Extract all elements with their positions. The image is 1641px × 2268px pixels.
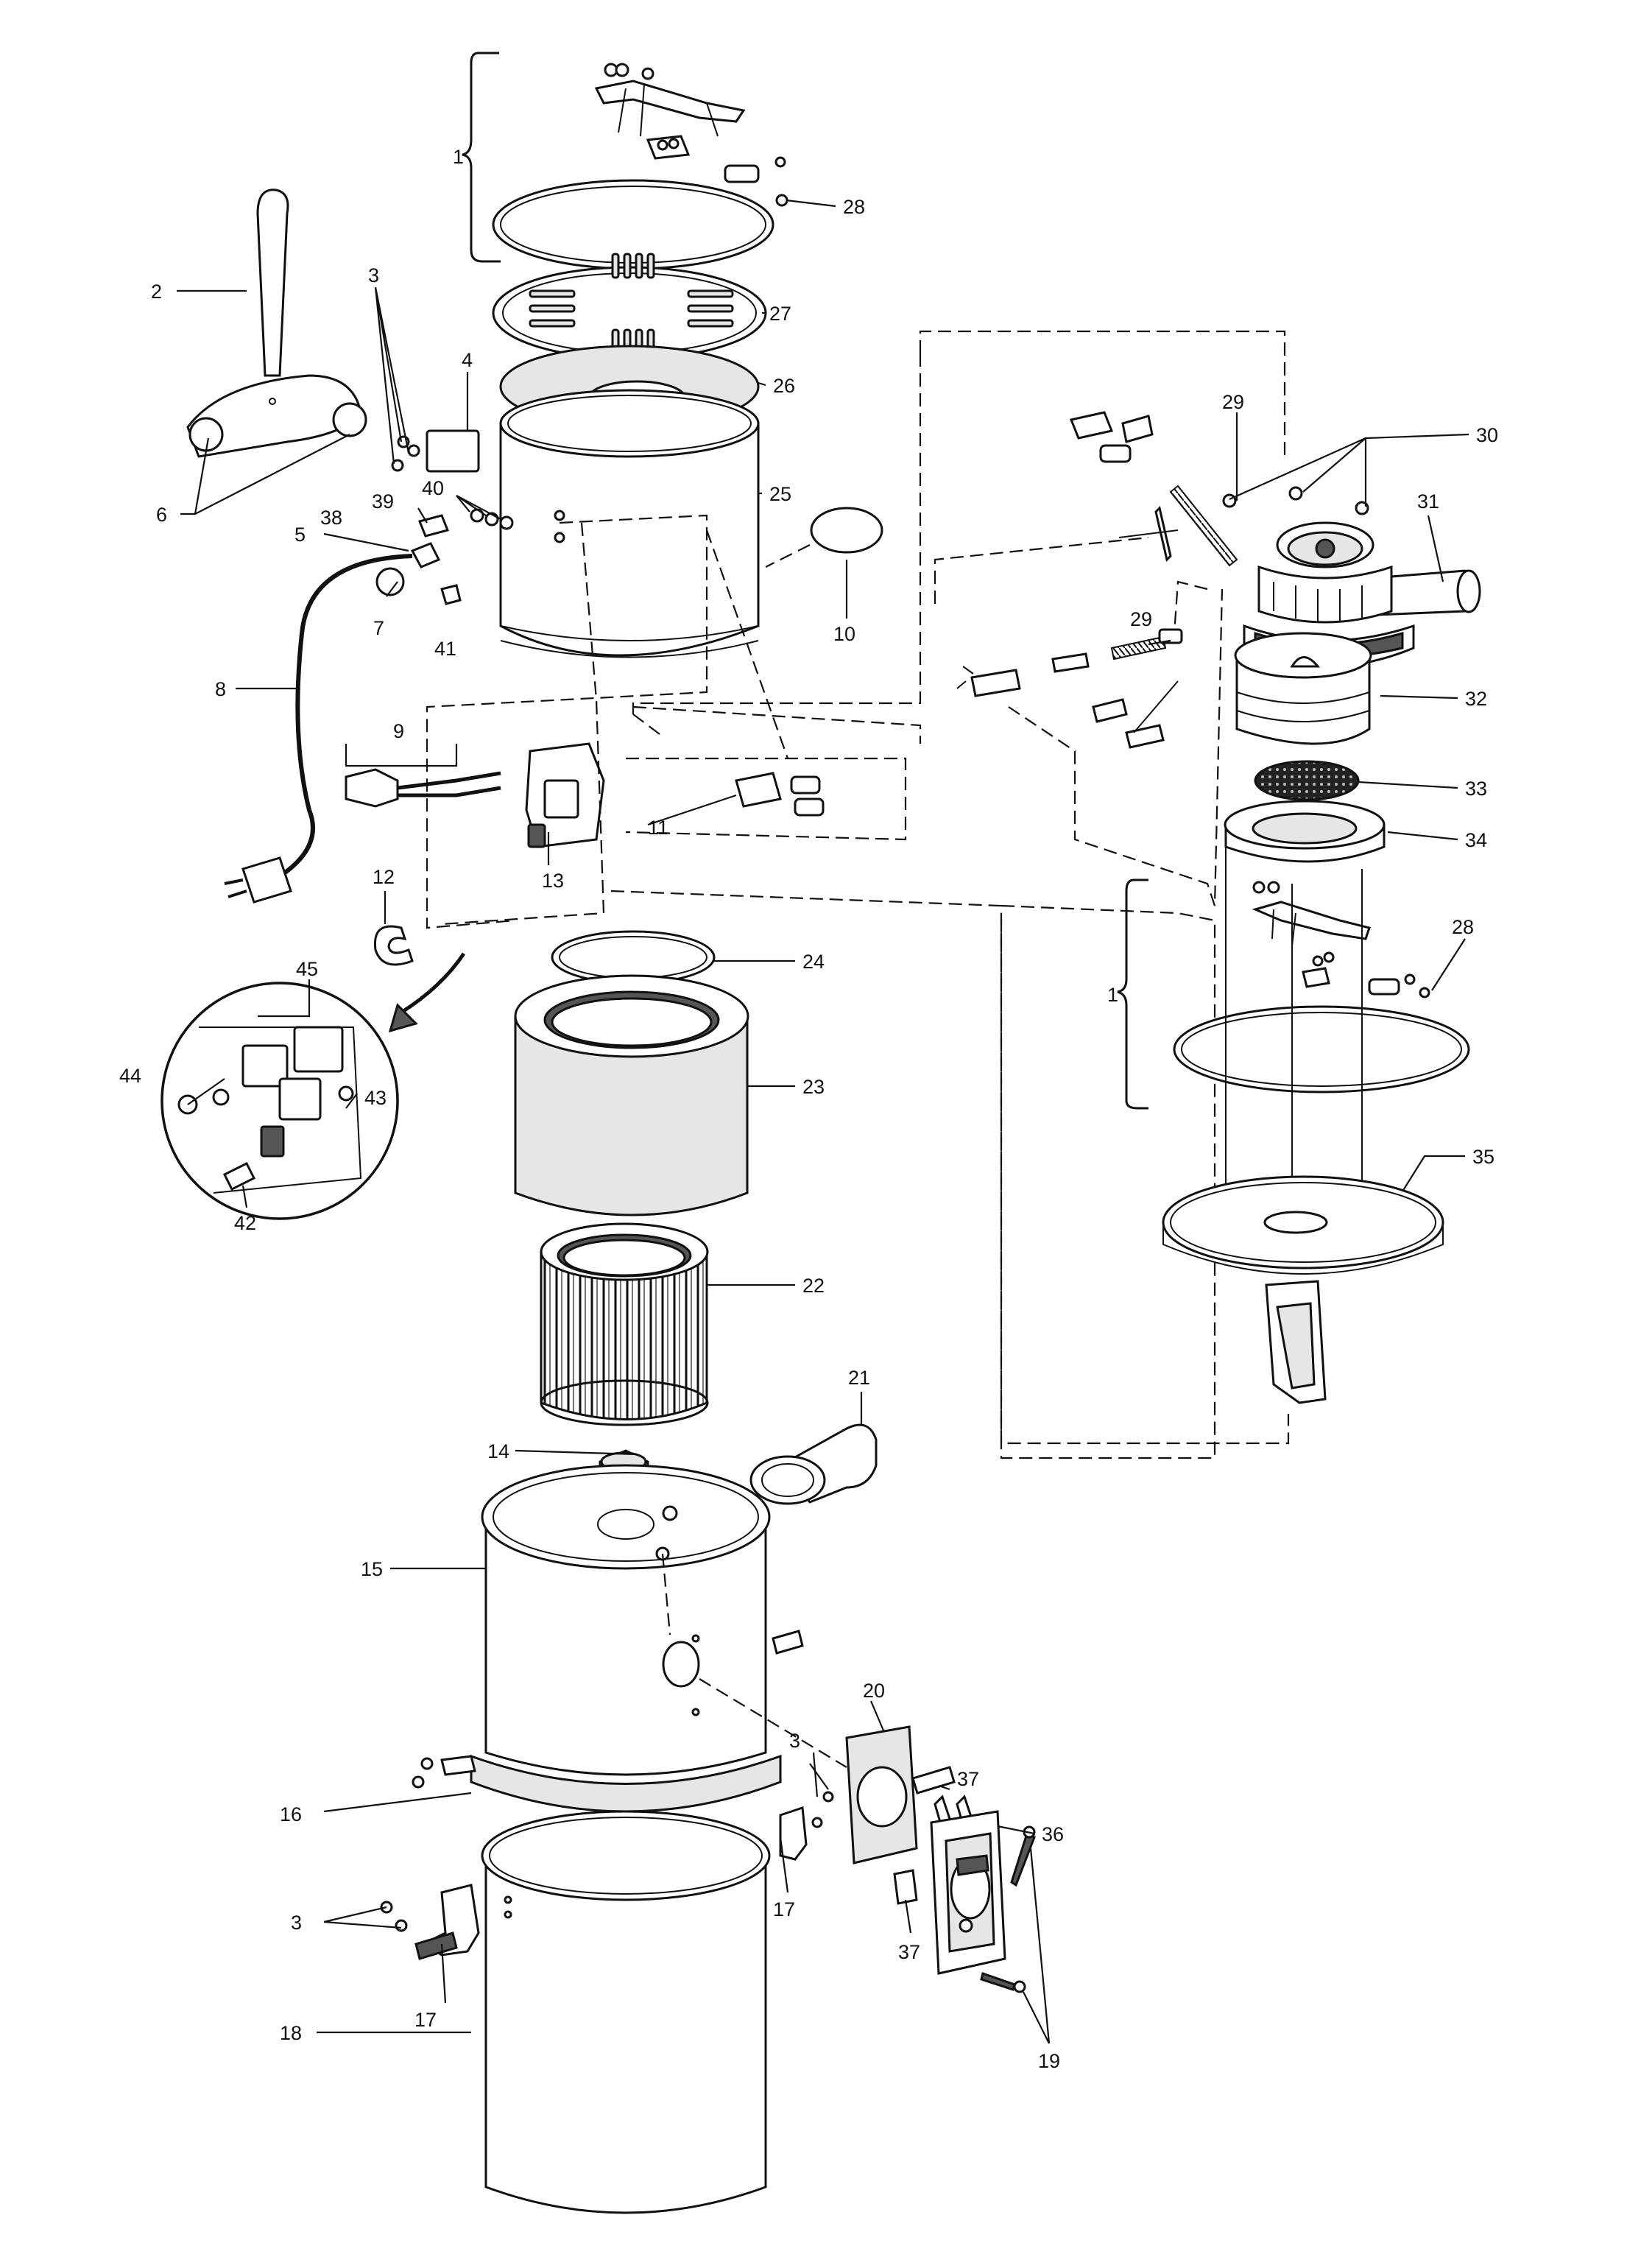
callout-4: 4 [462, 349, 473, 371]
vacuum-motor [1234, 521, 1415, 745]
callout-32: 32 [1465, 688, 1487, 710]
callout-33: 33 [1465, 778, 1487, 800]
callout-31: 31 [1417, 490, 1439, 513]
callout-9: 9 [393, 720, 404, 742]
cord-harness [345, 768, 501, 808]
callout-45: 45 [296, 958, 318, 980]
elbow-inlet [749, 1423, 878, 1505]
motor-gasket-ring [1224, 800, 1386, 863]
callout-3-top: 3 [368, 264, 379, 286]
callout-10: 10 [833, 623, 855, 645]
callout-7: 7 [373, 617, 384, 639]
callout-24: 24 [802, 951, 825, 973]
callout-34: 34 [1465, 829, 1487, 851]
callout-37-bottom: 37 [898, 1941, 920, 1963]
callout-39: 39 [372, 490, 394, 513]
callout-6: 6 [156, 504, 167, 526]
motor-mesh-screen [1254, 760, 1360, 801]
callout-22: 22 [802, 1275, 825, 1297]
filter-bag [514, 974, 749, 1216]
callout-25: 25 [769, 483, 791, 505]
callout-28-right: 28 [1452, 916, 1474, 938]
callout-17-left: 17 [414, 2009, 437, 2031]
callout-20: 20 [863, 1680, 885, 1702]
callout-41: 41 [434, 638, 456, 660]
clamp-band-ring [492, 179, 774, 270]
callout-37-top: 37 [957, 1768, 979, 1790]
callout-30: 30 [1476, 424, 1498, 446]
callout-36: 36 [1042, 1823, 1064, 1845]
callout-19: 19 [1038, 2050, 1060, 2072]
callout-35: 35 [1472, 1146, 1494, 1168]
leader-lines [177, 199, 1469, 2044]
wall-plate-screws [980, 1825, 1036, 1993]
inlet-wall-plate [930, 1810, 1006, 1975]
callout-14: 14 [487, 1440, 509, 1462]
callout-44: 44 [119, 1065, 141, 1087]
callout-27: 27 [769, 303, 791, 325]
callout-17-right: 17 [773, 1898, 795, 1920]
callout-42: 42 [234, 1212, 256, 1234]
callout-13: 13 [542, 870, 564, 892]
callout-23: 23 [802, 1076, 825, 1098]
middle-tank [481, 1464, 771, 1776]
callout-26: 26 [773, 375, 795, 397]
callout-12: 12 [373, 866, 395, 888]
callout-29-mid: 29 [1130, 608, 1152, 630]
canister-latches [380, 1630, 834, 1960]
callout-29-top: 29 [1222, 391, 1244, 413]
lid-clamp-hardware [594, 63, 788, 207]
assembly-braces [462, 52, 1148, 1110]
inset-detail-circle [160, 982, 399, 1220]
inlet-gasket [765, 507, 883, 568]
motor-clamp-band [1173, 1005, 1470, 1094]
motor-clamp-hardware [1252, 881, 1430, 999]
callout-15: 15 [361, 1558, 383, 1580]
callout-38: 38 [320, 507, 342, 529]
callout-28-top: 28 [843, 196, 865, 218]
switch-module [525, 742, 825, 848]
screen-plate [492, 253, 767, 360]
callout-8: 8 [215, 678, 226, 700]
motor-brush-springs [956, 485, 1238, 749]
callout-11: 11 [648, 817, 668, 839]
callout-3-lower-left: 3 [291, 1912, 302, 1934]
handle [186, 189, 367, 458]
mounting-bracket [699, 1678, 918, 1864]
callout-16: 16 [280, 1803, 302, 1825]
inset-arrowhead [388, 1003, 418, 1033]
callout-21: 21 [848, 1367, 870, 1389]
callout-1-top: 1 [453, 146, 464, 168]
pleated-cartridge-filter [540, 1222, 709, 1426]
side-fasteners [375, 429, 514, 605]
callout-18: 18 [280, 2022, 302, 2044]
callout-40: 40 [422, 477, 444, 499]
retaining-clip [373, 925, 414, 966]
callout-2: 2 [151, 281, 162, 303]
callout-labels: 1 1 2 3 3 3 4 5 6 7 8 9 10 11 12 13 14 1… [119, 146, 1498, 2072]
callout-43: 43 [364, 1087, 387, 1109]
tank-band [412, 1754, 782, 1813]
callout-5: 5 [294, 524, 306, 546]
upper-tank-section [499, 389, 760, 658]
wiring-routes [426, 514, 1290, 1445]
callout-3-lower-right: 3 [789, 1730, 800, 1752]
inset-arrow [400, 952, 466, 1015]
power-cord [224, 554, 413, 904]
lower-canister [481, 1810, 771, 2214]
callout-1-right: 1 [1107, 984, 1118, 1006]
motor-base-plate [1162, 1175, 1444, 1404]
